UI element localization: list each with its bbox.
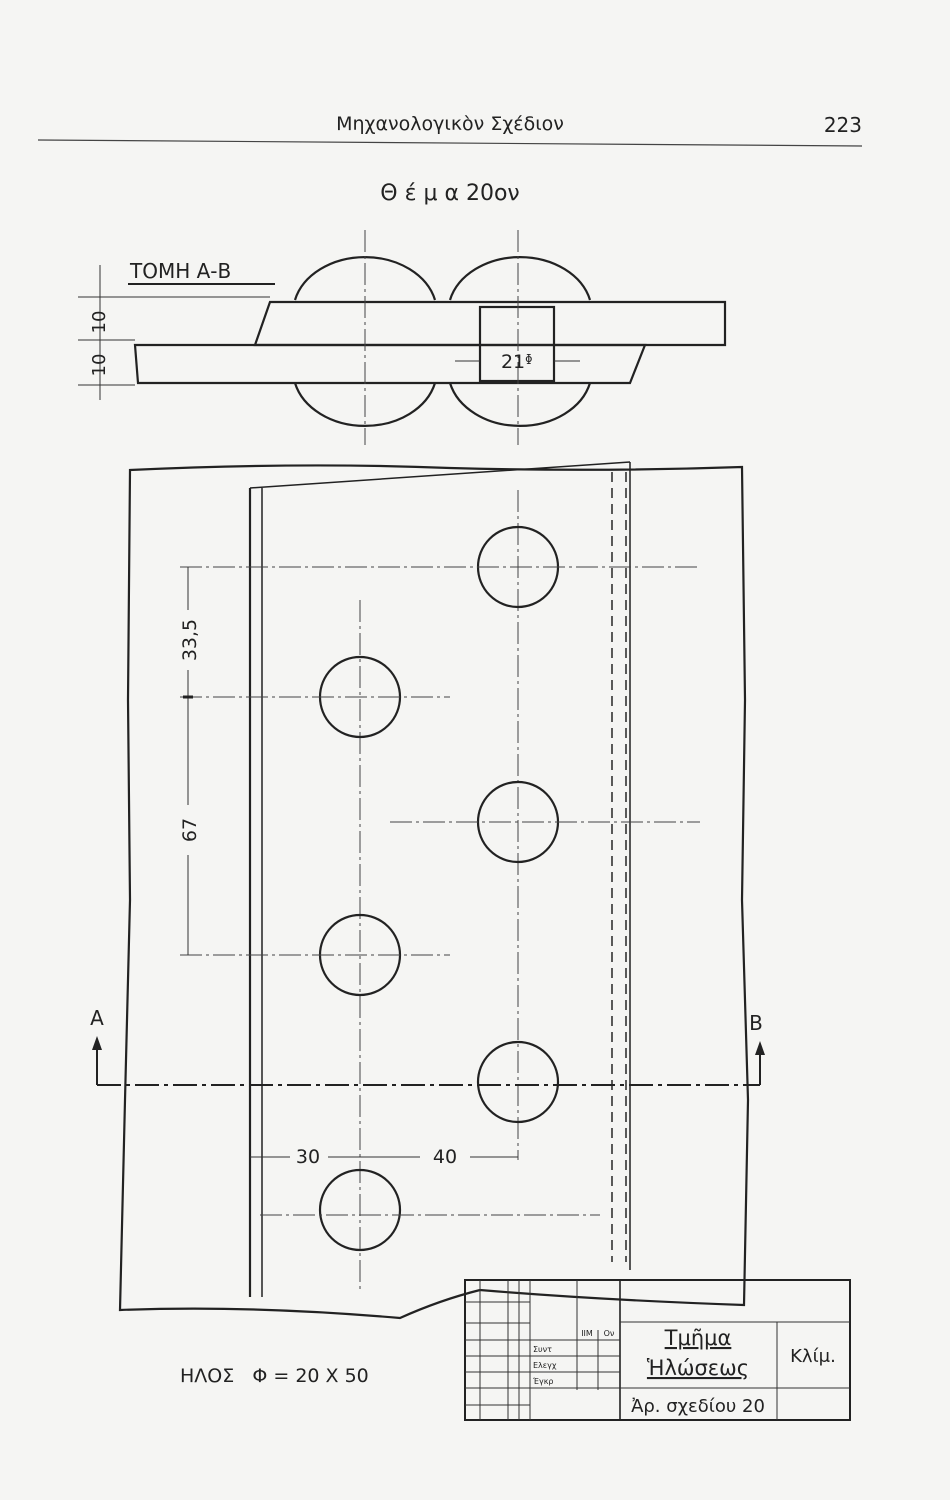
dim-67: 67 bbox=[179, 818, 201, 842]
rev-col-2: Ον bbox=[604, 1329, 615, 1338]
rivet-hole bbox=[318, 1168, 402, 1252]
row-approved: Έγκρ bbox=[532, 1377, 554, 1386]
title-line-1: Τμῆμα bbox=[664, 1326, 732, 1350]
dim-30: 30 bbox=[296, 1146, 320, 1168]
section-mark-b: B bbox=[749, 1011, 763, 1035]
rev-col-1: ΙΙΜ bbox=[581, 1329, 593, 1338]
dim-33-5: 33,5 bbox=[179, 619, 201, 661]
header-rule bbox=[37, 139, 863, 147]
section-mark-a: A bbox=[90, 1006, 104, 1030]
subject-title: Θ έ μ α 20ον bbox=[380, 181, 519, 206]
plan-view: 33,5 67 30 40 A B bbox=[90, 461, 765, 1320]
running-header: Μηχανολογικὸν Σχέδιον bbox=[336, 113, 564, 135]
dim-hole-diameter: 21ᶲ bbox=[501, 351, 533, 373]
rivet-holes bbox=[318, 525, 560, 1252]
row-drawn: Συντ bbox=[533, 1345, 552, 1354]
dim-bottom-thickness: 10 bbox=[89, 354, 110, 377]
section-view: ΤΟΜΗ Α-Β 10 10 21ᶲ bbox=[78, 230, 727, 445]
title-block: ΙΙΜ Ον Συντ Ελεγχ Έγκρ Τμῆμα Ἡλώσεως Κλί… bbox=[464, 1279, 851, 1421]
scale-label: Κλίμ. bbox=[790, 1346, 836, 1367]
page-number: 223 bbox=[824, 113, 862, 137]
drawing-number: Ἀρ. σχεδίου 20 bbox=[631, 1396, 765, 1417]
section-label: ΤΟΜΗ Α-Β bbox=[129, 259, 231, 283]
row-checked: Ελεγχ bbox=[533, 1361, 557, 1370]
dim-40: 40 bbox=[433, 1146, 457, 1168]
dim-top-thickness: 10 bbox=[89, 311, 110, 334]
title-line-2: Ἡλώσεως bbox=[647, 1356, 749, 1380]
rivet-spec: ΗΛΟΣ Φ = 20 Χ 50 bbox=[180, 1365, 369, 1387]
rivet-hole bbox=[476, 1040, 560, 1124]
